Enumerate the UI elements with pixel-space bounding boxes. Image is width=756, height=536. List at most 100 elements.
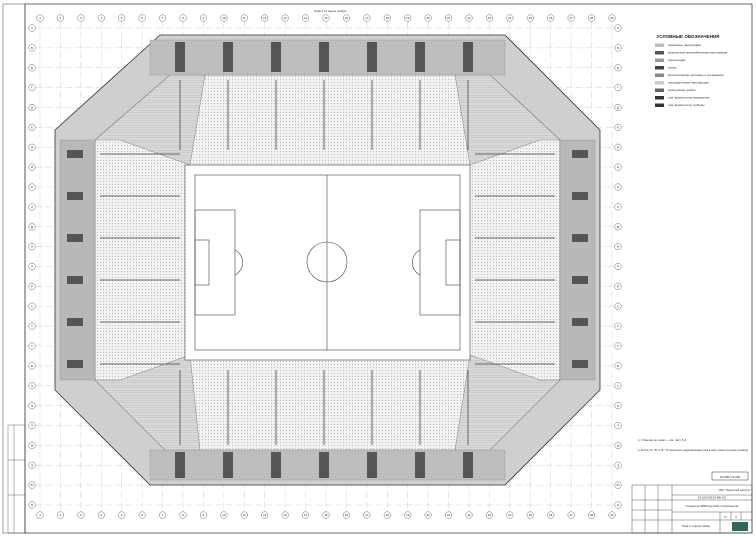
axis-label: 22 <box>467 16 471 20</box>
axis-label: Ч <box>617 424 619 428</box>
axis-bubble <box>614 223 622 231</box>
axis-bubble <box>28 103 36 111</box>
axis-bubble <box>547 511 555 519</box>
axis-bubble <box>485 14 493 22</box>
legend-swatch <box>655 103 664 107</box>
axis-label: 5 <box>121 16 123 20</box>
axis-bubble <box>28 163 36 171</box>
axis-bubble <box>526 14 534 22</box>
axis-bubble <box>614 441 622 449</box>
axis-bubble <box>36 14 44 22</box>
axis-bubble <box>614 163 622 171</box>
axis-bubble <box>261 14 269 22</box>
axis-bubble <box>485 511 493 519</box>
axis-bubble <box>614 24 622 32</box>
axis-bubble <box>614 282 622 290</box>
stair-block <box>67 192 83 200</box>
axis-bubble <box>383 511 391 519</box>
legend: УСЛОВНЫЕ ОБОЗНАЧЕНИЯ кирпичные перегород… <box>655 34 728 107</box>
axis-bubble <box>28 183 36 191</box>
axis-bubble <box>28 282 36 290</box>
axis-bubble <box>614 501 622 509</box>
organization-name: ОАО "Проектный институт" <box>719 488 752 492</box>
axis-label: Р <box>617 284 619 288</box>
axis-label: 15 <box>324 16 328 20</box>
axis-bubble <box>281 14 289 22</box>
axis-bubble <box>261 511 269 519</box>
axis-bubble <box>547 14 555 22</box>
axis-label: 16 <box>345 16 349 20</box>
sheet-number: 3 <box>735 515 737 519</box>
axis-label: 22 <box>467 513 471 517</box>
axis-bubble <box>240 14 248 22</box>
axis-label: Л <box>617 205 619 209</box>
axis-label: 5 <box>121 513 123 517</box>
axis-label: А <box>31 26 33 30</box>
axis-label: У <box>617 344 619 348</box>
axis-bubble <box>28 243 36 251</box>
axis-bubble <box>614 243 622 251</box>
elevation-note: ±0.000=+5.200 <box>720 475 740 479</box>
stair-block <box>271 42 281 72</box>
legend-item-label: гипсокартонные перегородки <box>668 81 709 85</box>
axis-bubble <box>445 14 453 22</box>
legend-item-label: кирпичные перегородки <box>668 43 701 47</box>
axis-label: Ф <box>31 364 33 368</box>
axis-bubble <box>28 203 36 211</box>
axis-bubble <box>526 511 534 519</box>
axis-bubble <box>199 511 207 519</box>
axis-label: Х <box>617 384 619 388</box>
axis-label: 10 <box>222 16 226 20</box>
legend-swatch <box>655 81 664 85</box>
axis-label: Ц <box>31 404 34 408</box>
axis-label: 7 <box>162 513 164 517</box>
axis-bubble <box>614 103 622 111</box>
sheet-name: План 1-го яруса трибун <box>682 524 711 528</box>
stage: Р <box>724 515 726 519</box>
axis-bubble <box>608 14 616 22</box>
axis-label: 17 <box>365 16 369 20</box>
axis-bubble <box>614 123 622 131</box>
axis-bubble <box>588 14 596 22</box>
axis-bubble <box>614 64 622 72</box>
legend-item-label: отм. верха плиты перекрытия <box>668 96 710 100</box>
axis-bubble <box>322 14 330 22</box>
axis-bubble <box>97 511 105 519</box>
axis-bubble <box>614 322 622 330</box>
axis-label: 4 <box>101 513 103 517</box>
axis-label: 2 <box>60 513 62 517</box>
axis-bubble <box>28 123 36 131</box>
axis-label: Г <box>617 86 619 90</box>
axis-bubble <box>28 402 36 410</box>
axis-bubble <box>118 14 126 22</box>
axis-label: У <box>31 344 33 348</box>
axis-label: Э <box>617 463 619 467</box>
axis-label: Ч <box>31 424 33 428</box>
legend-swatch <box>655 66 664 70</box>
axis-label: 4 <box>101 16 103 20</box>
axis-bubble <box>608 511 616 519</box>
axis-bubble <box>614 461 622 469</box>
axis-bubble <box>179 511 187 519</box>
binding-stamps <box>7 424 26 534</box>
object-name: Стадион на 45000 зрителей. Строительство <box>685 504 739 508</box>
axis-label: 12 <box>263 16 267 20</box>
stair-block <box>67 150 83 158</box>
axis-bubble <box>614 84 622 92</box>
axis-label: Ц <box>617 404 620 408</box>
axis-label: 11 <box>243 16 246 20</box>
axis-label: 9 <box>203 513 205 517</box>
axis-bubble <box>28 263 36 271</box>
axis-label: 2 <box>60 16 62 20</box>
elevation-box <box>711 471 749 481</box>
stair-block <box>415 452 425 478</box>
axis-bubble <box>614 143 622 151</box>
axis-label: 21 <box>447 16 451 20</box>
axis-label: 12 <box>263 513 267 517</box>
axis-label: 29 <box>610 513 614 517</box>
axis-label: Н <box>31 245 33 249</box>
stair-block <box>223 452 233 478</box>
stair-block <box>67 276 83 284</box>
axis-bubble <box>159 511 167 519</box>
axis-bubble <box>567 14 575 22</box>
